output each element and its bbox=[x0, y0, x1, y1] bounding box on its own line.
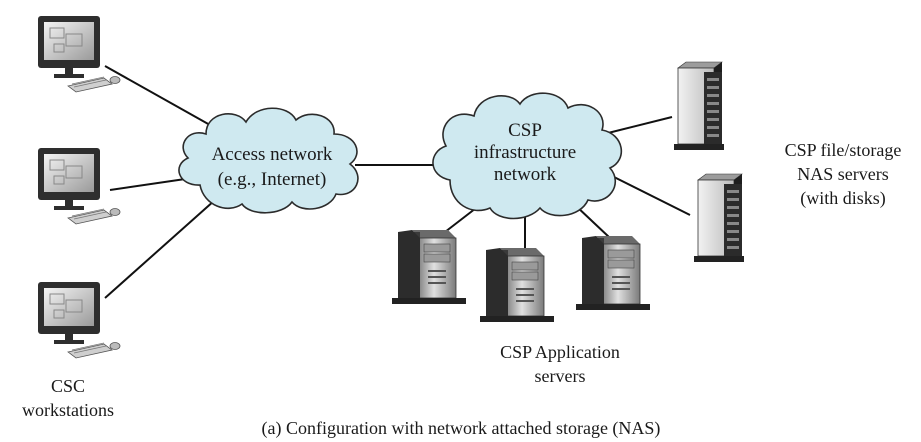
access-cloud-label: Access network bbox=[212, 144, 333, 165]
link-csp-app3 bbox=[574, 204, 611, 239]
connection-lines bbox=[104, 65, 691, 299]
nas-label-line-2: NAS servers bbox=[797, 164, 889, 184]
link-ws2-access bbox=[109, 177, 193, 191]
app-label-line-1: CSP Application bbox=[500, 342, 620, 362]
app-label-line-2: servers bbox=[535, 366, 586, 386]
access-cloud-label-2: (e.g., Internet) bbox=[218, 169, 327, 190]
csp-cloud-label-1: CSP bbox=[508, 120, 542, 141]
figure-caption: (a) Configuration with network attached … bbox=[262, 418, 661, 439]
workstation-3 bbox=[37, 281, 121, 359]
nas-label-line-3: (with disks) bbox=[800, 188, 886, 209]
app-server-1 bbox=[391, 229, 467, 305]
access-cloud-line-1: Access network bbox=[212, 144, 333, 165]
access-cloud-shape bbox=[178, 107, 359, 214]
app-server-2 bbox=[479, 247, 555, 323]
nas-server-2 bbox=[693, 173, 745, 263]
csp-cloud-shape bbox=[432, 92, 623, 220]
link-csp-nas1 bbox=[599, 116, 673, 136]
nas-servers-label: CSP file/storage NAS servers (with disks… bbox=[785, 140, 902, 209]
nas-label-line-1: CSP file/storage bbox=[785, 140, 902, 160]
app-servers-label: CSP Application servers bbox=[500, 342, 620, 386]
workstation-2 bbox=[37, 147, 121, 225]
csp-infrastructure-cloud: CSP infrastructure network bbox=[432, 92, 623, 220]
nas-server-1 bbox=[673, 61, 725, 151]
workstations-label: CSC workstations bbox=[22, 376, 114, 420]
access-network-cloud: Access network (e.g., Internet) bbox=[178, 107, 359, 214]
link-ws1-access bbox=[104, 65, 211, 126]
csp-cloud-label-3: network bbox=[494, 164, 557, 185]
ws-label-line-2: workstations bbox=[22, 400, 114, 420]
link-csp-nas2 bbox=[609, 174, 691, 216]
app-server-3 bbox=[575, 235, 651, 311]
csp-cloud-label-2: infrastructure bbox=[474, 142, 576, 163]
ws-label-line-1: CSC bbox=[51, 376, 85, 396]
access-cloud-line-2: (e.g., Internet) bbox=[218, 169, 327, 190]
link-ws3-access bbox=[104, 199, 216, 299]
workstation-1 bbox=[37, 15, 121, 93]
